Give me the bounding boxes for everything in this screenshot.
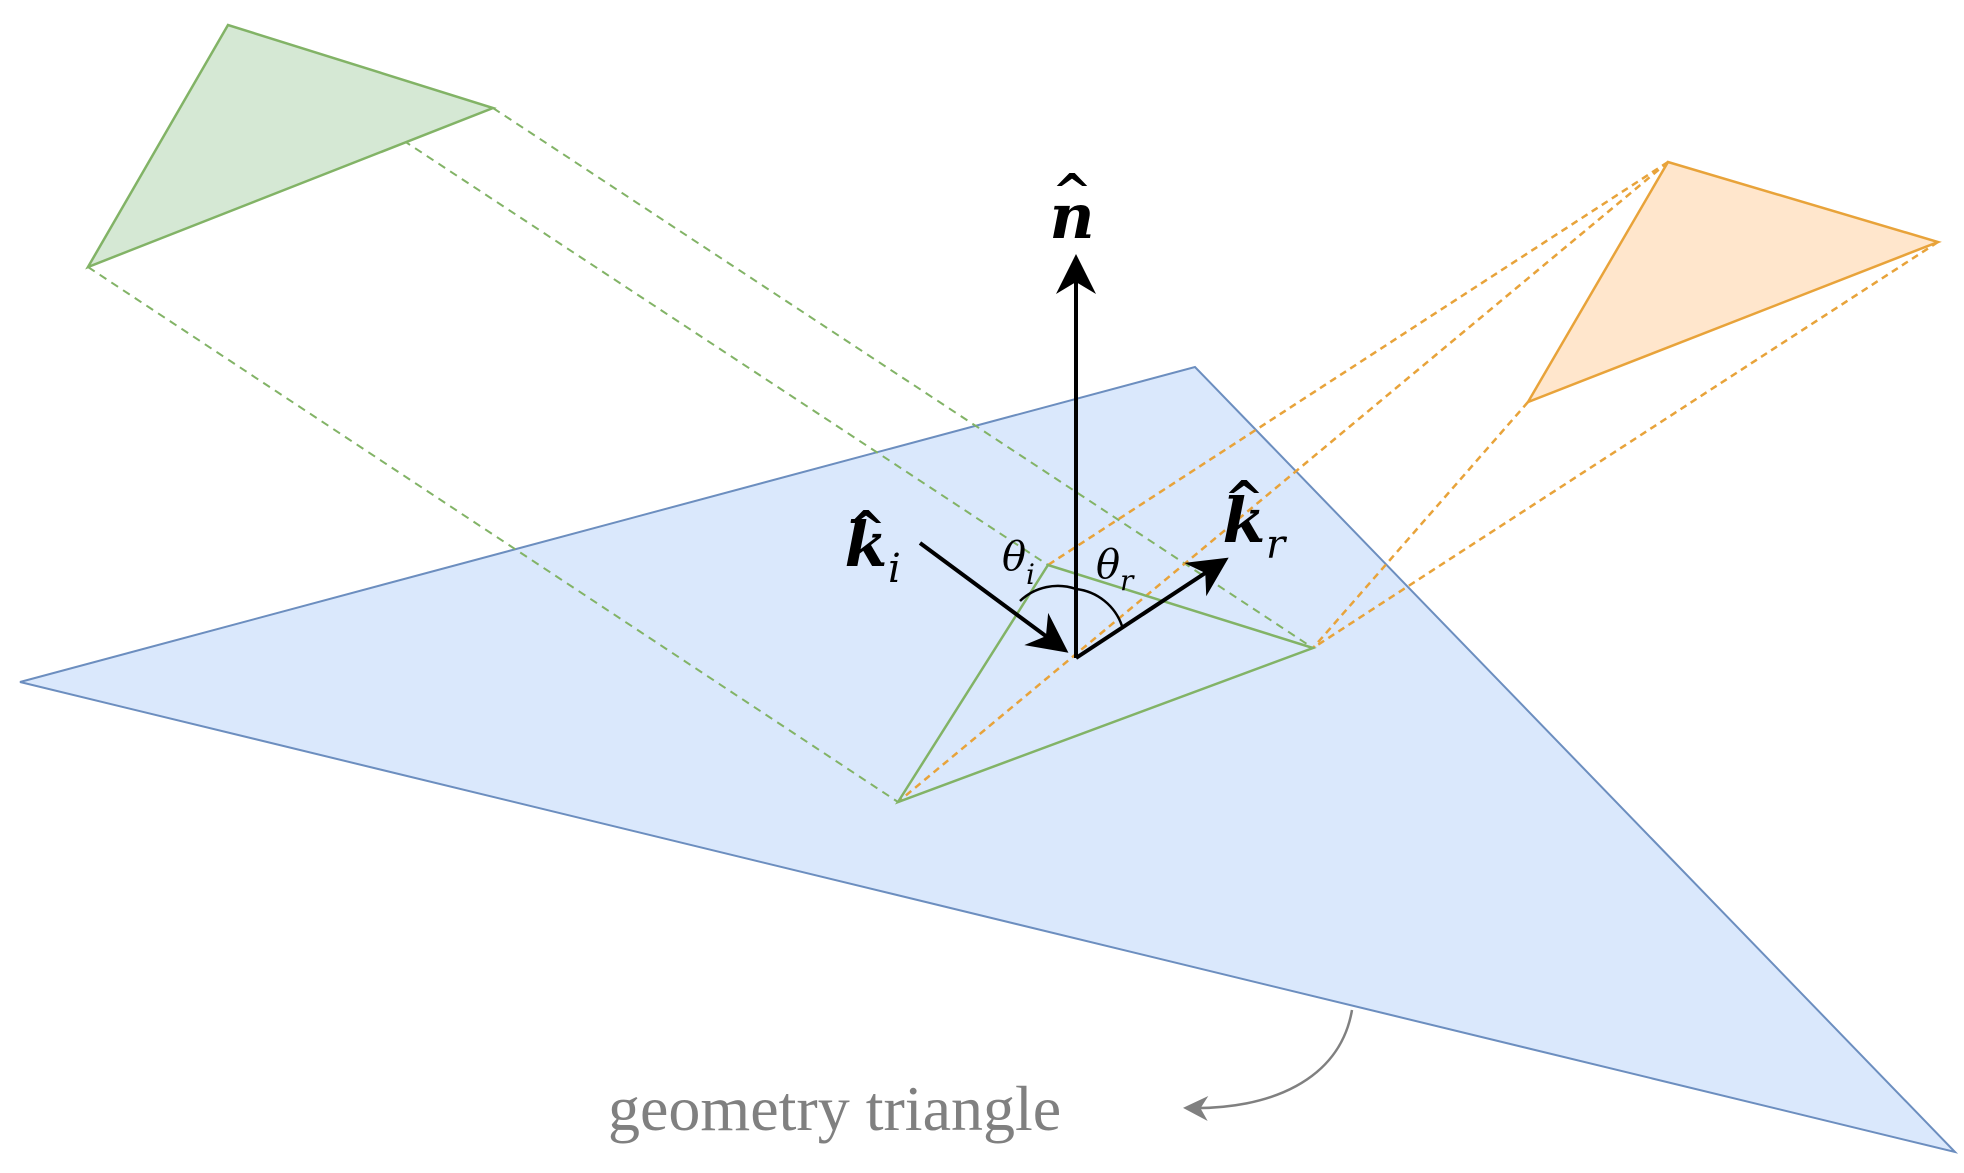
normal-hat: ^	[1052, 164, 1092, 220]
caption-arrow	[1183, 1009, 1354, 1121]
reflected-triangle	[1525, 160, 1942, 405]
geometry-triangle	[19, 365, 1959, 1154]
incident-projection-lines	[87, 24, 1314, 803]
normal-label: ^ n	[1049, 164, 1094, 253]
ki-symbol: k	[845, 508, 888, 581]
reflected-label: ^ k r	[1223, 471, 1288, 568]
projected-triangle	[894, 563, 1317, 805]
theta-i-arc	[1019, 584, 1077, 602]
theta-r-arc	[1075, 587, 1124, 627]
reflected-vector	[1074, 557, 1229, 660]
incident-triangle	[85, 23, 497, 270]
reflected-projection-lines	[897, 160, 1939, 803]
kr-subscript: r	[1266, 522, 1288, 568]
theta-i-symbol: θ	[1002, 534, 1026, 580]
ki-subscript: i	[888, 546, 901, 592]
kr-hat: ^	[1224, 471, 1264, 527]
kr-symbol: k	[1223, 484, 1266, 557]
normal-symbol: n	[1049, 180, 1094, 253]
incident-vector	[918, 541, 1069, 653]
theta-i-subscript: i	[1026, 558, 1035, 591]
ki-hat: ^	[846, 501, 886, 557]
incident-label: ^ k i	[845, 501, 901, 592]
caption-text: geometry triangle	[608, 1073, 1061, 1144]
theta-r-symbol: θ	[1096, 542, 1120, 588]
theta-r-subscript: r	[1120, 564, 1135, 597]
theta-i-label: θ i	[1002, 534, 1035, 591]
theta-r-label: θ r	[1096, 542, 1135, 597]
